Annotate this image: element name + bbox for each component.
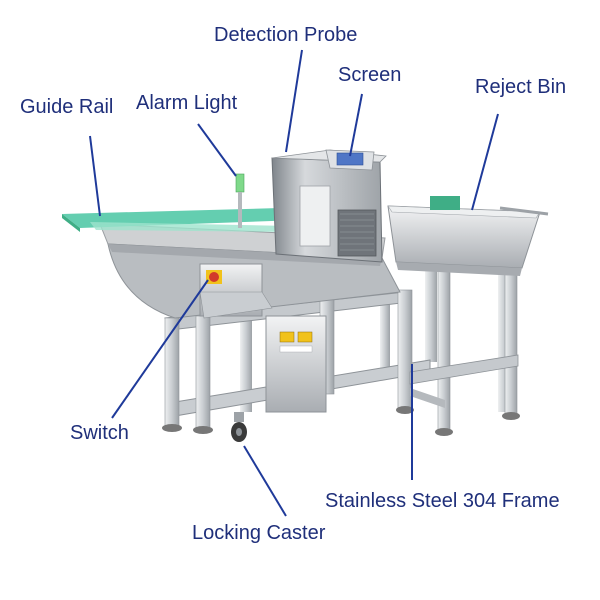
leader-switch	[111, 279, 209, 419]
leader-screen	[349, 93, 363, 157]
leader-detection-probe	[285, 49, 303, 153]
switch-box	[199, 263, 273, 319]
control-screen	[325, 149, 375, 171]
label-detection-probe: Detection Probe	[214, 24, 358, 46]
locking-caster	[231, 412, 247, 442]
frame-main	[162, 289, 431, 434]
control-box	[265, 315, 327, 413]
label-alarm-light: Alarm Light	[136, 92, 238, 114]
alarm-light	[235, 173, 245, 228]
leader-alarm-light	[197, 123, 237, 177]
leader-guide-rail	[89, 135, 101, 217]
label-screen: Screen	[338, 64, 402, 86]
reject-bin	[387, 196, 549, 276]
label-frame: Stainless Steel 304 Frame	[325, 490, 560, 512]
label-switch: Switch	[70, 422, 129, 444]
leader-locking-caster	[243, 445, 287, 517]
label-locking-caster: Locking Caster	[192, 522, 326, 544]
label-guide-rail: Guide Rail	[20, 96, 114, 118]
leader-lines	[89, 49, 499, 517]
reject-bin-frame	[409, 261, 520, 436]
label-reject-bin: Reject Bin	[475, 76, 567, 98]
guide-rail	[62, 208, 300, 232]
leader-reject-bin	[471, 113, 499, 211]
